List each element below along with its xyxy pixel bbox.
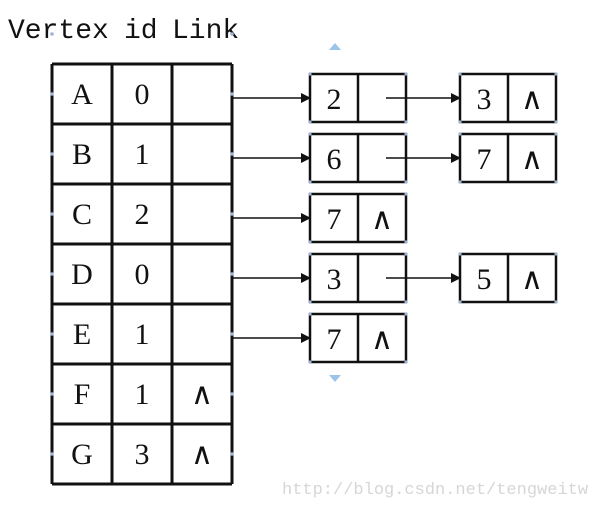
resize-handle-dot[interactable] (404, 300, 408, 304)
edge-node: 2 (308, 72, 461, 124)
null-link-symbol: ∧ (371, 203, 393, 236)
resize-handle-dot[interactable] (458, 120, 462, 124)
edge-node: 3∧ (458, 72, 558, 124)
null-link-symbol: ∧ (521, 263, 543, 296)
resize-handle-dot[interactable] (50, 392, 54, 396)
edge-node: 3 (308, 252, 461, 304)
resize-handle-dot[interactable] (554, 120, 558, 124)
resize-handle-dot[interactable] (230, 452, 234, 456)
resize-handle-dot[interactable] (50, 332, 54, 336)
resize-handle-dot[interactable] (404, 360, 408, 364)
vertex-id-cell: 1 (135, 378, 150, 411)
resize-handle-dot[interactable] (50, 212, 54, 216)
resize-handle-dot[interactable] (308, 240, 312, 244)
resize-handle-dot[interactable] (230, 272, 234, 276)
resize-handle-dot[interactable] (308, 180, 312, 184)
resize-handle-dot[interactable] (308, 192, 312, 196)
vertex-id-cell: 0 (135, 258, 150, 291)
resize-handle-dot[interactable] (458, 132, 462, 136)
edge-node-value: 7 (327, 323, 342, 356)
resize-handle-dot[interactable] (50, 272, 54, 276)
resize-handle-dot[interactable] (230, 92, 234, 96)
resize-handle-dot[interactable] (404, 192, 408, 196)
resize-handle-dot[interactable] (308, 312, 312, 316)
resize-handle-dot[interactable] (458, 300, 462, 304)
vertex-id-cell: 3 (135, 438, 150, 471)
resize-handle-dot[interactable] (458, 180, 462, 184)
null-link-symbol: ∧ (191, 438, 213, 471)
resize-handle-dot[interactable] (308, 120, 312, 124)
header-link-label: Link (172, 16, 239, 47)
edge-node: 7∧ (458, 132, 558, 184)
resize-handle-dot[interactable] (458, 72, 462, 76)
resize-handle-dot[interactable] (404, 180, 408, 184)
resize-handle-dot[interactable] (404, 72, 408, 76)
vertex-name-cell: G (71, 438, 93, 471)
resize-handle-dot[interactable] (50, 152, 54, 156)
resize-handle-dot[interactable] (230, 332, 234, 336)
null-link-symbol: ∧ (521, 143, 543, 176)
edge-node: 7∧ (308, 312, 408, 364)
resize-handle-dot[interactable] (230, 212, 234, 216)
resize-handle-dot[interactable] (50, 92, 54, 96)
edge-node: 7∧ (308, 192, 408, 244)
resize-handle-dot[interactable] (554, 252, 558, 256)
resize-handle-dot[interactable] (554, 180, 558, 184)
resize-handle-dot[interactable] (230, 392, 234, 396)
resize-handle-dot[interactable] (554, 132, 558, 136)
null-link-symbol: ∧ (521, 83, 543, 116)
resize-handle-dot[interactable] (458, 252, 462, 256)
edge-node-value: 5 (477, 263, 492, 296)
vertex-name-cell: F (74, 378, 91, 411)
vertex-name-cell: D (71, 258, 93, 291)
resize-handle-dot[interactable] (230, 32, 234, 36)
vertex-name-cell: B (72, 138, 92, 171)
vertex-name-cell: C (72, 198, 92, 231)
vertex-id-cell: 1 (135, 138, 150, 171)
null-link-symbol: ∧ (371, 323, 393, 356)
vertex-id-cell: 0 (135, 78, 150, 111)
header-id-label: id (124, 16, 158, 47)
vertex-name-cell: A (71, 78, 93, 111)
resize-handle-dot[interactable] (50, 32, 54, 36)
scroll-up-caret[interactable] (329, 43, 341, 50)
resize-handle-dot[interactable] (404, 252, 408, 256)
resize-handle-dot[interactable] (308, 72, 312, 76)
edge-node: 5∧ (458, 252, 558, 304)
resize-handle-dot[interactable] (230, 152, 234, 156)
resize-handle-dot[interactable] (50, 452, 54, 456)
vertex-id-cell: 1 (135, 318, 150, 351)
edge-node-value: 2 (327, 83, 342, 116)
header-vertex-label: Vertex (8, 16, 109, 47)
watermark-text: http://blog.csdn.net/tengweitw (282, 481, 589, 500)
resize-handle-dot[interactable] (404, 132, 408, 136)
resize-handle-dot[interactable] (308, 252, 312, 256)
scroll-down-caret[interactable] (329, 375, 341, 382)
vertex-id-cell: 2 (135, 198, 150, 231)
null-link-symbol: ∧ (191, 378, 213, 411)
resize-handle-dot[interactable] (308, 360, 312, 364)
resize-handle-dot[interactable] (308, 300, 312, 304)
resize-handle-dot[interactable] (554, 72, 558, 76)
edge-node-value: 3 (477, 83, 492, 116)
edge-node-value: 6 (327, 143, 342, 176)
resize-handle-dot[interactable] (404, 240, 408, 244)
vertex-name-cell: E (73, 318, 91, 351)
resize-handle-dot[interactable] (554, 300, 558, 304)
edge-node-value: 7 (327, 203, 342, 236)
edge-node-value: 3 (327, 263, 342, 296)
resize-handle-dot[interactable] (404, 120, 408, 124)
edge-node: 6 (308, 132, 461, 184)
resize-handle-dot[interactable] (404, 312, 408, 316)
edge-node-value: 7 (477, 143, 492, 176)
resize-handle-dot[interactable] (308, 132, 312, 136)
